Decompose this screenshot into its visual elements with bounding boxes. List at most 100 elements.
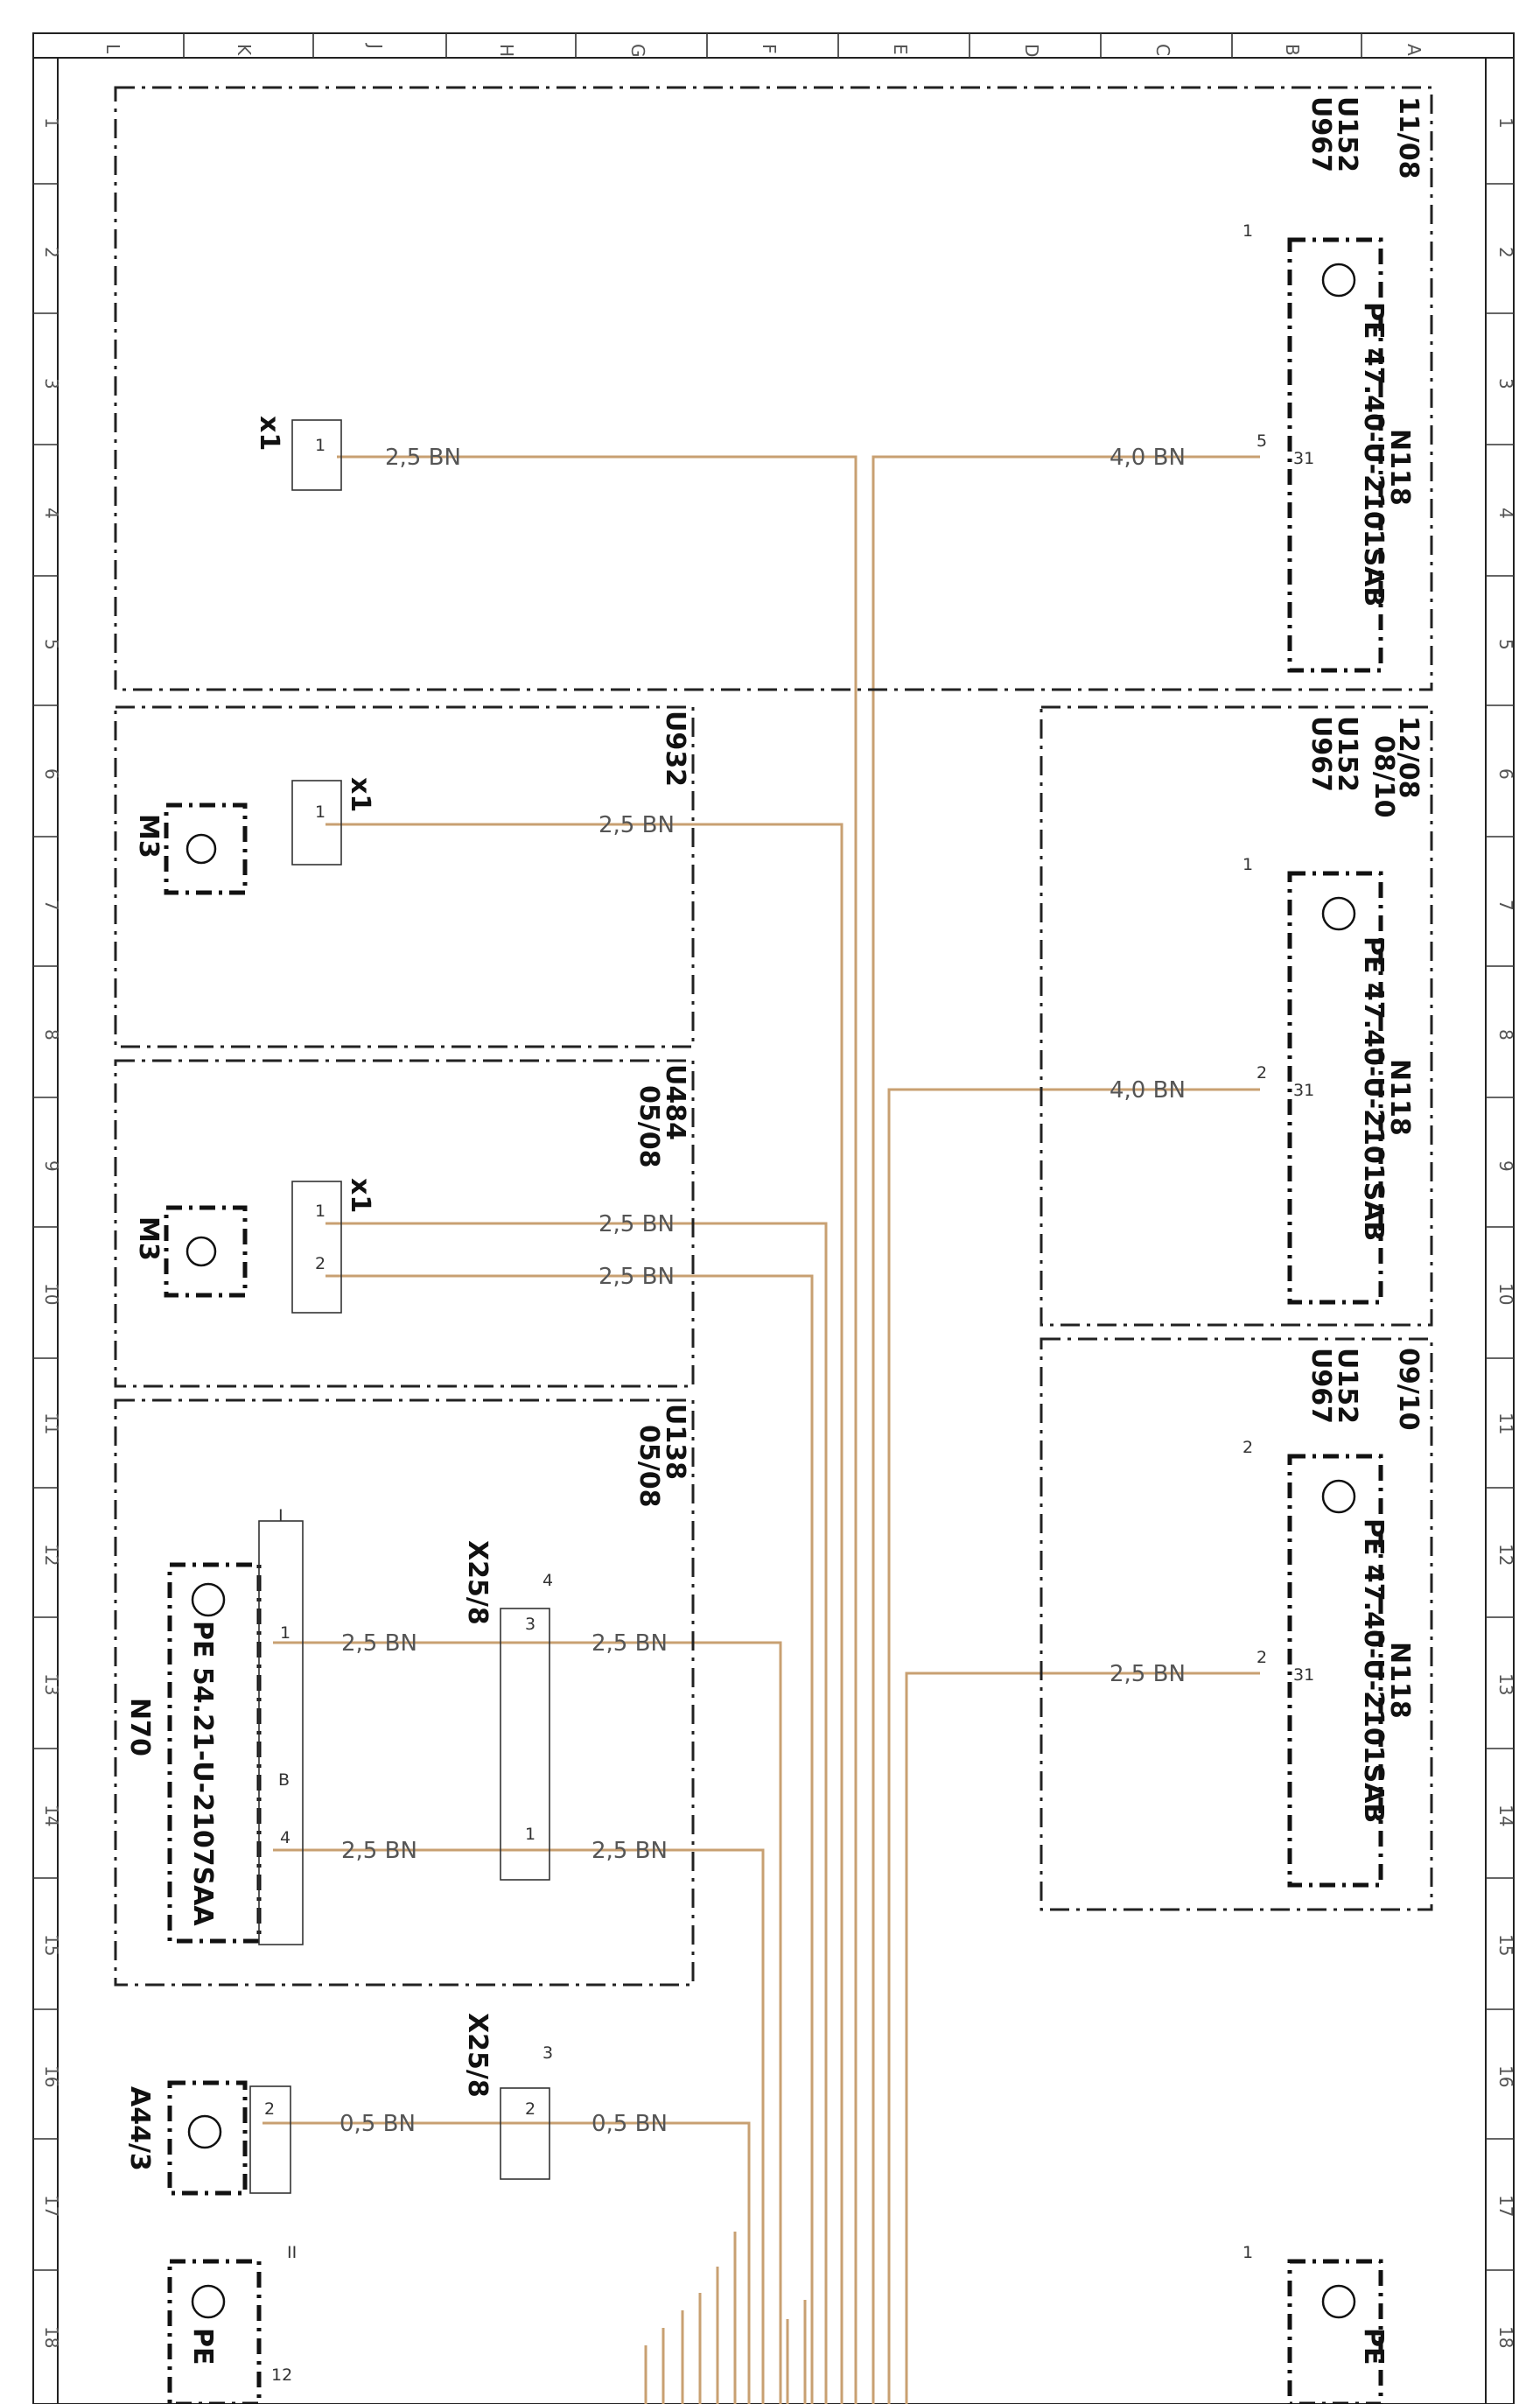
wire-bundle	[262, 455, 1260, 2404]
grid-col-c: C	[1152, 44, 1173, 56]
wire-a44-right	[521, 2121, 751, 2404]
grid-row-7-left: 7	[41, 900, 62, 911]
sensor-icon	[1321, 263, 1356, 298]
grid-col-a: A	[1404, 44, 1424, 56]
u932-group: M3 x1 1 2,5 BN	[133, 777, 675, 895]
u967-mid: U967	[1306, 716, 1336, 792]
wire-label-u484-2: 2,5 BN	[598, 1264, 675, 1290]
motor-icon	[186, 833, 217, 865]
grid-row-6-left: 6	[41, 768, 62, 780]
grid-row-11-left: 11	[41, 1412, 62, 1434]
x25-8-a44-pin3: 3	[542, 2043, 553, 2063]
wire-label-a44-right: 0,5 BN	[592, 2111, 668, 2137]
wire-label-u138-a-left: 2,5 BN	[341, 1630, 417, 1657]
u152-top: U152	[1332, 96, 1362, 172]
grid-row-18-right: 18	[1495, 2326, 1516, 2348]
wire-top-x1	[337, 455, 858, 2404]
grid-row-10-right: 10	[1495, 1283, 1516, 1305]
wire-label-mid-n118: 4,0 BN	[1110, 1077, 1186, 1104]
grid-col-j: J	[365, 42, 386, 49]
grid-col-e: E	[890, 44, 911, 55]
x25-8-u138-pin4: 4	[542, 1571, 553, 1590]
grid-col-d: D	[1021, 44, 1042, 57]
wire-label-top-n118: 4,0 BN	[1110, 445, 1186, 471]
wire-label-u138-b-right: 2,5 BN	[592, 1838, 668, 1864]
date-u138: 05/08	[634, 1425, 664, 1507]
grid-col-f: F	[759, 44, 780, 54]
date-low: 09/10	[1393, 1348, 1424, 1430]
x25-8-u138-label: X25/8	[462, 1540, 493, 1625]
grid-col-h: H	[496, 44, 517, 57]
a44-3-label: A44/3	[124, 2086, 155, 2171]
row-grid: 1 2 3 4 5 6 7 8 9 10 11 12 13 14 15 16 1…	[33, 117, 1516, 2348]
box-u138	[114, 1398, 695, 1987]
n118-bottom-pin1: 1	[1242, 2243, 1253, 2262]
u138-label: U138	[660, 1404, 690, 1480]
n118-bottom-stub: PE 1	[1242, 2243, 1389, 2404]
x1-u484-pin1: 1	[315, 1202, 326, 1221]
grid-row-4-left: 4	[41, 508, 62, 519]
grid-col-g: G	[627, 44, 648, 58]
n118-top-pin1: 1	[1242, 221, 1253, 241]
grid-row-18-left: 18	[41, 2326, 62, 2348]
wire-u138-a-right	[521, 1641, 782, 2404]
box-u484	[114, 1059, 695, 1388]
grid-row-15-right: 15	[1495, 1934, 1516, 1956]
u967-top: U967	[1306, 96, 1336, 172]
n118-top-part: PE 47.40-U-2101SAB	[1358, 302, 1389, 606]
bottom-left-pin-12: 12	[271, 2365, 292, 2385]
date-mid-a: 12/08	[1393, 716, 1424, 798]
grid-row-17-right: 17	[1495, 2195, 1516, 2217]
n70-label: N70	[124, 1698, 155, 1756]
box-mid	[1040, 705, 1433, 1327]
wire-mid-n118	[887, 1088, 1260, 2404]
grid-row-12-right: 12	[1495, 1544, 1516, 1566]
grid-row-14-right: 14	[1495, 1805, 1516, 1826]
wire-label-u138-a-right: 2,5 BN	[592, 1630, 668, 1657]
n118-mid: PE 47.40-U-2101SAB N118 31 2 1 4,0 BN	[1110, 855, 1415, 1305]
grid-row-5-left: 5	[41, 639, 62, 650]
wire-u138-b-right	[521, 1848, 765, 2404]
wire-low-n118	[905, 1672, 1260, 2404]
wire-label-u932: 2,5 BN	[598, 812, 675, 838]
wire-label-a44-left: 0,5 BN	[340, 2111, 416, 2137]
n118-low-pin2b: 2	[1242, 1438, 1253, 1457]
wire-label-low-n118: 2,5 BN	[1110, 1661, 1186, 1687]
wire-label-u138-b-left: 2,5 BN	[341, 1838, 417, 1864]
bottom-left-pin-ii: II	[287, 2243, 297, 2262]
a44-pin2: 2	[264, 2099, 275, 2119]
grid-row-14-left: 14	[41, 1805, 62, 1826]
grid-row-9-right: 9	[1495, 1160, 1516, 1172]
grid-row-5-right: 5	[1495, 639, 1516, 650]
wire-u484-2	[326, 1274, 814, 2404]
wire-u484-1	[326, 1222, 828, 2404]
grid-row-13-right: 13	[1495, 1673, 1516, 1695]
x1-top-connector: x1 1 2,5 BN	[254, 416, 461, 491]
date-u484: 05/08	[634, 1085, 664, 1167]
u932-label: U932	[660, 711, 690, 787]
outer-border	[32, 32, 1515, 2404]
n70-part: PE 54.21-U-2107SAA	[187, 1621, 218, 1926]
grid-row-1-left: 1	[41, 117, 62, 129]
grid-col-k: K	[234, 44, 255, 56]
n70-pin1: 1	[280, 1623, 290, 1643]
m3-u932-label: M3	[133, 814, 164, 859]
u138-group: PE 54.21-U-2107SAA N70 I B 1 4 2,5 BN 2,…	[124, 1506, 668, 1945]
u152-mid: U152	[1332, 716, 1362, 792]
grid-row-2-right: 2	[1495, 247, 1516, 258]
n118-mid-pin1: 1	[1242, 855, 1253, 874]
x1-top-label: x1	[254, 416, 284, 451]
bottom-left-stub: PE II 12	[167, 2243, 297, 2404]
box-top	[114, 86, 1433, 691]
u152-low: U152	[1332, 1348, 1362, 1424]
n118-low-part: PE 47.40-U-2101SAB	[1358, 1518, 1389, 1823]
grid-row-2-left: 2	[41, 247, 62, 258]
grid-row-10-left: 10	[41, 1283, 62, 1305]
u967-low: U967	[1306, 1348, 1336, 1424]
grid-row-9-left: 9	[41, 1160, 62, 1172]
grid-row-16-left: 16	[41, 2065, 62, 2087]
wire-label-top-x1: 2,5 BN	[385, 445, 461, 471]
grid-row-11-right: 11	[1495, 1412, 1516, 1434]
box-low	[1040, 1337, 1433, 1911]
column-grid: A B C D E F G H J K L	[102, 33, 1424, 58]
